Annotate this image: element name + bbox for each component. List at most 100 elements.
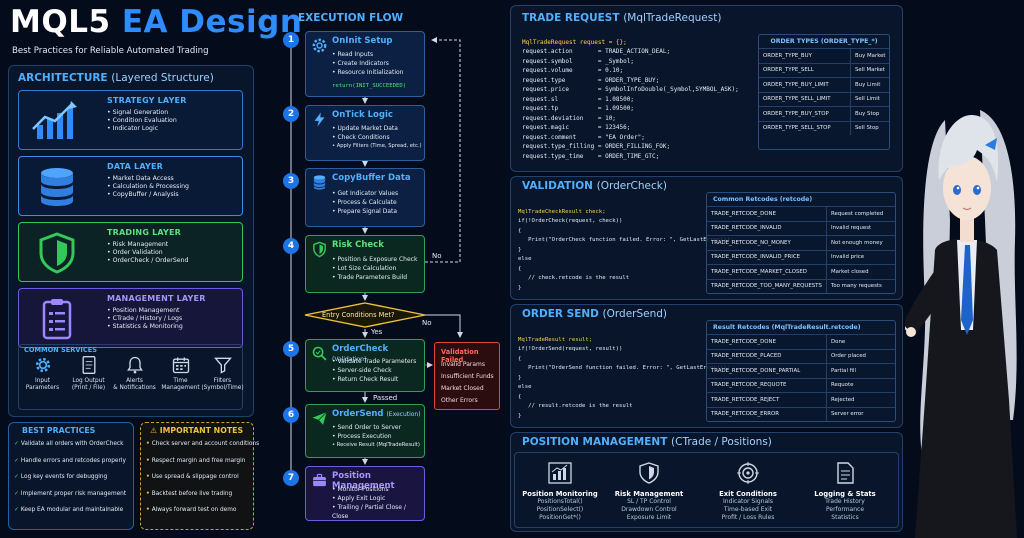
step-number: 4 [283, 238, 299, 254]
list-item: Position & Exposure Check [332, 255, 417, 264]
code-line: request.volume = 0.10; [522, 67, 624, 74]
list-item: OrderCheck / OrderSend [107, 257, 189, 265]
pm-col-item: Trade History [825, 498, 865, 505]
list-item: Read Inputs [332, 50, 403, 59]
step-number: 7 [283, 470, 299, 486]
list-item: Trade Parameters Build [332, 273, 417, 282]
code-line: else [518, 256, 532, 262]
table-title: ORDER TYPES (ORDER_TYPE_*) [770, 38, 878, 45]
order-types-table: ORDER TYPES (ORDER_TYPE_*) ORDER_TYPE_BU… [758, 34, 890, 150]
briefcase-icon [313, 473, 326, 487]
clipboard-icon [42, 299, 72, 340]
common-retcodes-table: Common Retcodes (retcode) TRADE_RETCODE_… [706, 192, 896, 294]
table-title: Common Retcodes (retcode) [713, 196, 813, 203]
step-ordersend: OrderSend (Execution) Send Order to Serv… [305, 404, 425, 458]
list-item: Use spread & slippage control [146, 469, 259, 486]
list-item: Receive Result (MqlTradeResult) [332, 441, 420, 450]
step-copybuffer: CopyBuffer Data Get Indicator Values Pro… [305, 168, 425, 227]
list-item: Other Errors [441, 397, 478, 404]
list-item: Server-side Check [332, 366, 416, 375]
list-item: CTrade / History / Logs [107, 315, 183, 323]
decision-label: Entry Conditions Met? [322, 311, 395, 319]
list-item: Apply Exit Logic [332, 494, 424, 503]
list-item: Trailing / Partial Close / Close [332, 503, 424, 521]
layer-items: Position Management CTrade / History / L… [107, 307, 183, 332]
shield-icon [313, 241, 326, 258]
code-line: else [518, 384, 532, 390]
pm-col-item: PositionSelect() [536, 506, 584, 513]
service-log-output: Log Output(Print / File) [66, 355, 111, 392]
list-item: Risk Management [107, 241, 188, 249]
list-item: Check Conditions [332, 133, 422, 142]
code-line: } [518, 374, 522, 381]
code-line: // check.retcode is the result [518, 275, 630, 281]
trading-layer: TRADING LAYER Risk Management Order Vali… [18, 222, 243, 282]
code-line: MqlTradeResult result; [518, 336, 593, 343]
list-item: Handle errors and retcodes properly [14, 453, 126, 470]
list-item: Order Validation [107, 249, 188, 257]
gear-icon [312, 38, 327, 53]
list-item: Create Indicators [332, 59, 403, 68]
step-number: 1 [283, 32, 299, 48]
bolt-icon [314, 112, 325, 127]
layer-items: Market Data Access Calculation & Process… [107, 175, 189, 200]
filter-icon [213, 357, 232, 374]
target-icon [737, 462, 759, 484]
validation-title: VALIDATION (OrderCheck) [522, 180, 667, 192]
pm-col-item: Drawdown Control [621, 506, 677, 513]
gear-icon [35, 357, 50, 373]
list-item: Insufficient Funds [441, 373, 494, 380]
strategy-layer: STRATEGY LAYER Signal Generation Conditi… [18, 90, 243, 150]
list-item: Check server and account conditions [146, 436, 259, 453]
shield-icon [39, 232, 75, 274]
warning-icon: ⚠ [150, 426, 157, 435]
log-icon [82, 356, 95, 374]
code-line: { [518, 393, 522, 400]
database-icon [41, 168, 73, 206]
no-loop-label: No [432, 252, 442, 260]
step-items: Validate Trade Parameters Server-side Ch… [332, 357, 416, 384]
list-item: Backtest before live trading [146, 486, 259, 503]
code-line: request.magic = 123456; [522, 124, 631, 131]
list-item: Market Closed [441, 385, 484, 392]
step-title: OnTick Logic [332, 110, 393, 120]
bell-icon [126, 356, 143, 374]
chart-icon [548, 462, 572, 484]
execution-flow-title: EXECUTION FLOW [298, 12, 404, 24]
pm-col-title: Exit Conditions [719, 490, 777, 498]
pm-col-item: Performance [825, 506, 865, 513]
data-layer: DATA LAYER Market Data Access Calculatio… [18, 156, 243, 216]
pm-col-item: Profit / Loss Rules [721, 514, 775, 521]
shield-icon [639, 462, 659, 484]
important-notes-list: Check server and account conditions Resp… [146, 436, 259, 519]
code-line: { [518, 355, 522, 362]
step-risk-check: Risk Check Position & Exposure Check Lot… [305, 235, 425, 293]
code-line: request.price = SymbolInfoDouble(_Symbol… [522, 86, 739, 93]
layer-title: TRADING LAYER [107, 228, 182, 237]
list-item: Always forward test on demo [146, 502, 259, 519]
passed-label: Passed [373, 394, 398, 402]
code-line: } [518, 246, 522, 253]
layer-title: MANAGEMENT LAYER [107, 294, 206, 303]
database-icon [313, 175, 326, 190]
management-layer: MANAGEMENT LAYER Position Management CTr… [18, 288, 243, 348]
pm-col-item: Statistics [831, 514, 859, 521]
list-item: Resource Initialization [332, 68, 403, 77]
code-line: request.symbol = _Symbol; [522, 57, 634, 65]
step-items: Update Market Data Check Conditions Appl… [332, 124, 422, 151]
validation-failed-list: Invalid Params Insufficient Funds Market… [441, 359, 494, 407]
code-line: if(!OrderCheck(request, check)) [518, 218, 623, 224]
step-items: Read Inputs Create Indicators Resource I… [332, 50, 403, 77]
search-icon [312, 346, 327, 361]
pm-col-title: Risk Management [614, 490, 684, 498]
step-oninit: OnInit Setup Read Inputs Create Indicato… [305, 31, 425, 97]
list-item: Get Indicator Values [332, 189, 398, 198]
no-label: No [422, 319, 432, 327]
